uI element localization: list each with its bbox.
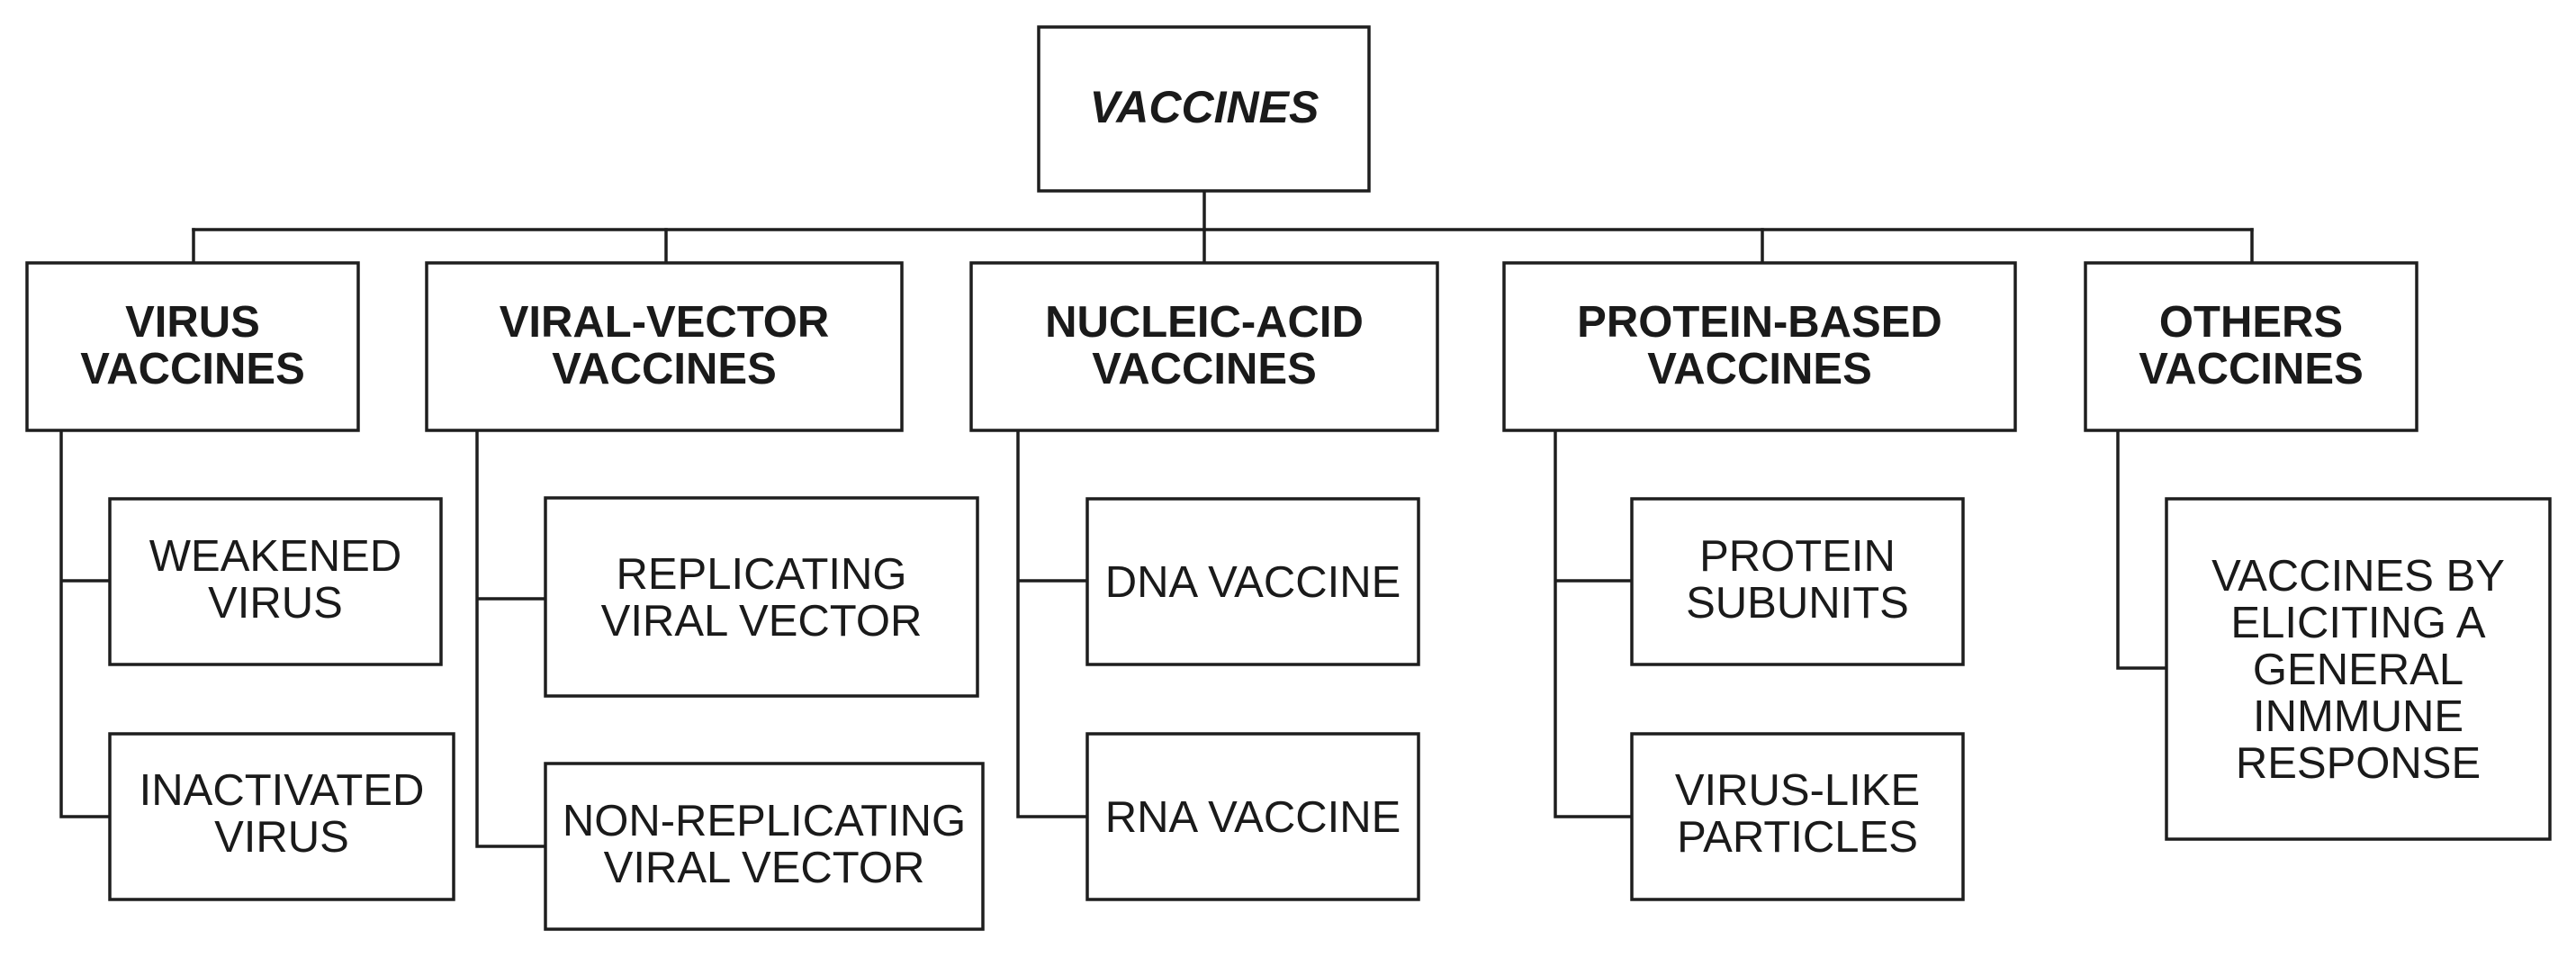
leaf-label-line-1: RNA VACCINE — [1105, 793, 1401, 842]
category-protein-based-vaccines: PROTEIN-BASED VACCINES — [1502, 261, 2017, 432]
leaf-label-line-1: DNA VACCINE — [1105, 558, 1401, 607]
category-label-line-2: VACCINES — [1092, 345, 1317, 393]
virus-vaccines-branch-line — [59, 429, 112, 818]
leaf-label-line-1: PROTEIN — [1699, 532, 1896, 581]
category-label-line-1: OTHERS — [2159, 298, 2343, 347]
leaf-non-replicating-viral-vector: NON-REPLICATING VIRAL VECTOR — [544, 762, 985, 931]
leaf-label-line-2: SUBUNITS — [1686, 579, 1909, 628]
category-label-line-2: VACCINES — [80, 345, 305, 393]
leaf-label-line-1: VIRUS-LIKE — [1675, 766, 1920, 815]
leaf-label-line-2: VIRUS — [214, 813, 349, 862]
root-label: VACCINES — [1090, 82, 1320, 132]
viral-vector-vaccines-branch-line — [475, 429, 547, 848]
leaf-vaccines-by-eliciting-a-general-inmmune-response: VACCINES BY ELICITING A GENERAL INMMUNE … — [2165, 497, 2552, 841]
leaf-weakened-virus: WEAKENED VIRUS — [108, 497, 443, 666]
others-vaccines-branch-line — [2116, 429, 2168, 670]
leaf-label-line-2: VIRAL VECTOR — [601, 597, 923, 646]
root-node-vaccines: VACCINES — [1037, 25, 1371, 193]
protein-based-vaccines-branch-line — [1554, 429, 1634, 818]
category-label-line-1: NUCLEIC-ACID — [1045, 298, 1364, 347]
leaf-rna-vaccine: RNA VACCINE — [1085, 732, 1420, 901]
category-nucleic-acid-vaccines: NUCLEIC-ACID VACCINES — [969, 261, 1439, 432]
leaf-replicating-viral-vector: REPLICATING VIRAL VECTOR — [544, 496, 979, 698]
leaf-label-line-2: VIRUS — [208, 579, 343, 628]
category-label-line-2: VACCINES — [2139, 345, 2364, 393]
category-viral-vector-vaccines: VIRAL-VECTOR VACCINES — [425, 261, 904, 432]
category-label-line-2: VACCINES — [1647, 345, 1872, 393]
leaf-label-line-3: GENERAL — [2253, 646, 2463, 694]
leaf-protein-subunits: PROTEIN SUBUNITS — [1630, 497, 1965, 666]
category-label-line-1: VIRUS — [125, 298, 260, 347]
leaf-label-line-2: VIRAL VECTOR — [604, 844, 925, 892]
leaf-label-line-4: INMMUNE — [2253, 692, 2463, 741]
leaf-label-line-1: REPLICATING — [616, 550, 906, 599]
leaf-label-line-1: NON-REPLICATING — [563, 797, 966, 845]
leaf-label-line-2: ELICITING A — [2230, 599, 2486, 647]
leaf-label-line-1: INACTIVATED — [140, 766, 425, 815]
leaf-label-line-2: PARTICLES — [1677, 813, 1918, 862]
category-virus-vaccines: VIRUS VACCINES — [25, 261, 360, 432]
leaf-dna-vaccine: DNA VACCINE — [1085, 497, 1420, 666]
connectors — [59, 192, 2254, 848]
leaf-label-line-5: RESPONSE — [2236, 739, 2481, 788]
category-label-line-1: VIRAL-VECTOR — [500, 298, 830, 347]
leaf-label-line-1: WEAKENED — [149, 532, 401, 581]
nucleic-acid-vaccines-branch-line — [1016, 429, 1089, 818]
category-label-line-2: VACCINES — [552, 345, 777, 393]
leaf-virus-like-particles: VIRUS-LIKE PARTICLES — [1630, 732, 1965, 901]
leaf-label-line-1: VACCINES BY — [2211, 552, 2505, 601]
category-label-line-1: PROTEIN-BASED — [1577, 298, 1942, 347]
leaf-inactivated-virus: INACTIVATED VIRUS — [108, 732, 455, 901]
category-others-vaccines: OTHERS VACCINES — [2084, 261, 2418, 432]
